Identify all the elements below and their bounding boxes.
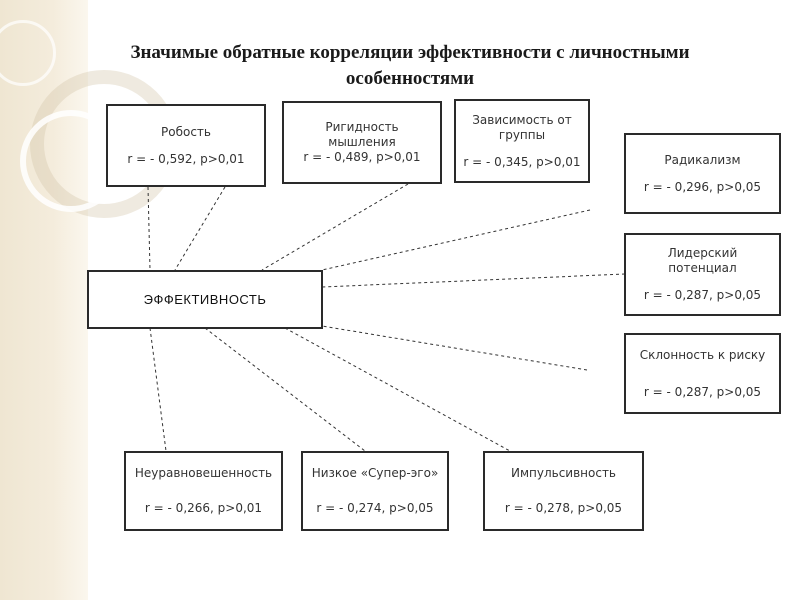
trait-name: Склонность к риску [639,347,766,362]
trait-stat: r = - 0,274, p>0,05 [316,501,434,515]
trait-box-imbalance: Неуравновешенность r = - 0,266, p>0,01 [124,451,283,531]
connector-line-leadership [321,273,626,288]
connector-line-superego [204,327,366,452]
trait-box-risk: Склонность к риску r = - 0,287, p>0,05 [624,333,781,414]
trait-name: Зависимость от группы [472,112,572,142]
slide-title: Значимые обратные корреляции эффективнос… [80,40,740,92]
connector-line-robost-2 [174,186,226,271]
trait-stat: r = - 0,278, p>0,05 [504,501,623,515]
effectiveness-label: ЭФФЕКТИВНОСТЬ [143,292,267,307]
trait-stat: r = - 0,287, p>0,05 [643,288,762,302]
decorative-ring [0,20,56,86]
trait-stat: r = - 0,266, p>0,01 [144,501,263,515]
trait-box-low-superego: Низкое «Супер-эго» r = - 0,274, p>0,05 [301,451,449,531]
trait-box-leadership: Лидерский потенциал r = - 0,287, p>0,05 [624,233,781,316]
trait-box-radicalism: Радикализм r = - 0,296, p>0,05 [624,133,781,214]
trait-stat: r = - 0,592, p>0,01 [127,151,245,166]
trait-stat: r = - 0,296, p>0,05 [643,179,762,194]
trait-box-timidity: Робость r = - 0,592, p>0,01 [106,104,266,187]
trait-box-rigidity: Ригидность мышления r = - 0,489, p>0,01 [282,101,442,184]
effectiveness-box: ЭФФЕКТИВНОСТЬ [87,270,323,329]
connector-line-robost [147,186,151,271]
trait-stat: r = - 0,345, p>0,01 [463,154,581,169]
connector-line-imbalance [149,327,167,452]
trait-box-impulsivity: Импульсивность r = - 0,278, p>0,05 [483,451,644,531]
trait-name: Робость [161,124,211,139]
trait-box-group-dependence: Зависимость от группы r = - 0,345, p>0,0… [454,99,590,183]
trait-name: Неуравновешенность [134,466,273,480]
trait-name: Ригидность мышления [325,120,399,149]
trait-name: Импульсивность [510,466,617,480]
trait-name: Радикализм [664,152,741,167]
slide-title-line-1: Значимые обратные корреляции эффективнос… [130,42,690,63]
trait-name: Низкое «Супер-эго» [311,466,439,480]
trait-name: Лидерский потенциал [667,246,738,275]
trait-stat: r = - 0,489, p>0,01 [303,150,421,164]
connector-line-group-dependence [321,209,591,271]
slide-title-line-2: особенностями [345,68,475,89]
connector-line-impulsivity [284,327,511,452]
connector-line-rigidity [261,183,409,271]
trait-stat: r = - 0,287, p>0,05 [643,384,762,399]
connector-line-risk [321,325,588,371]
